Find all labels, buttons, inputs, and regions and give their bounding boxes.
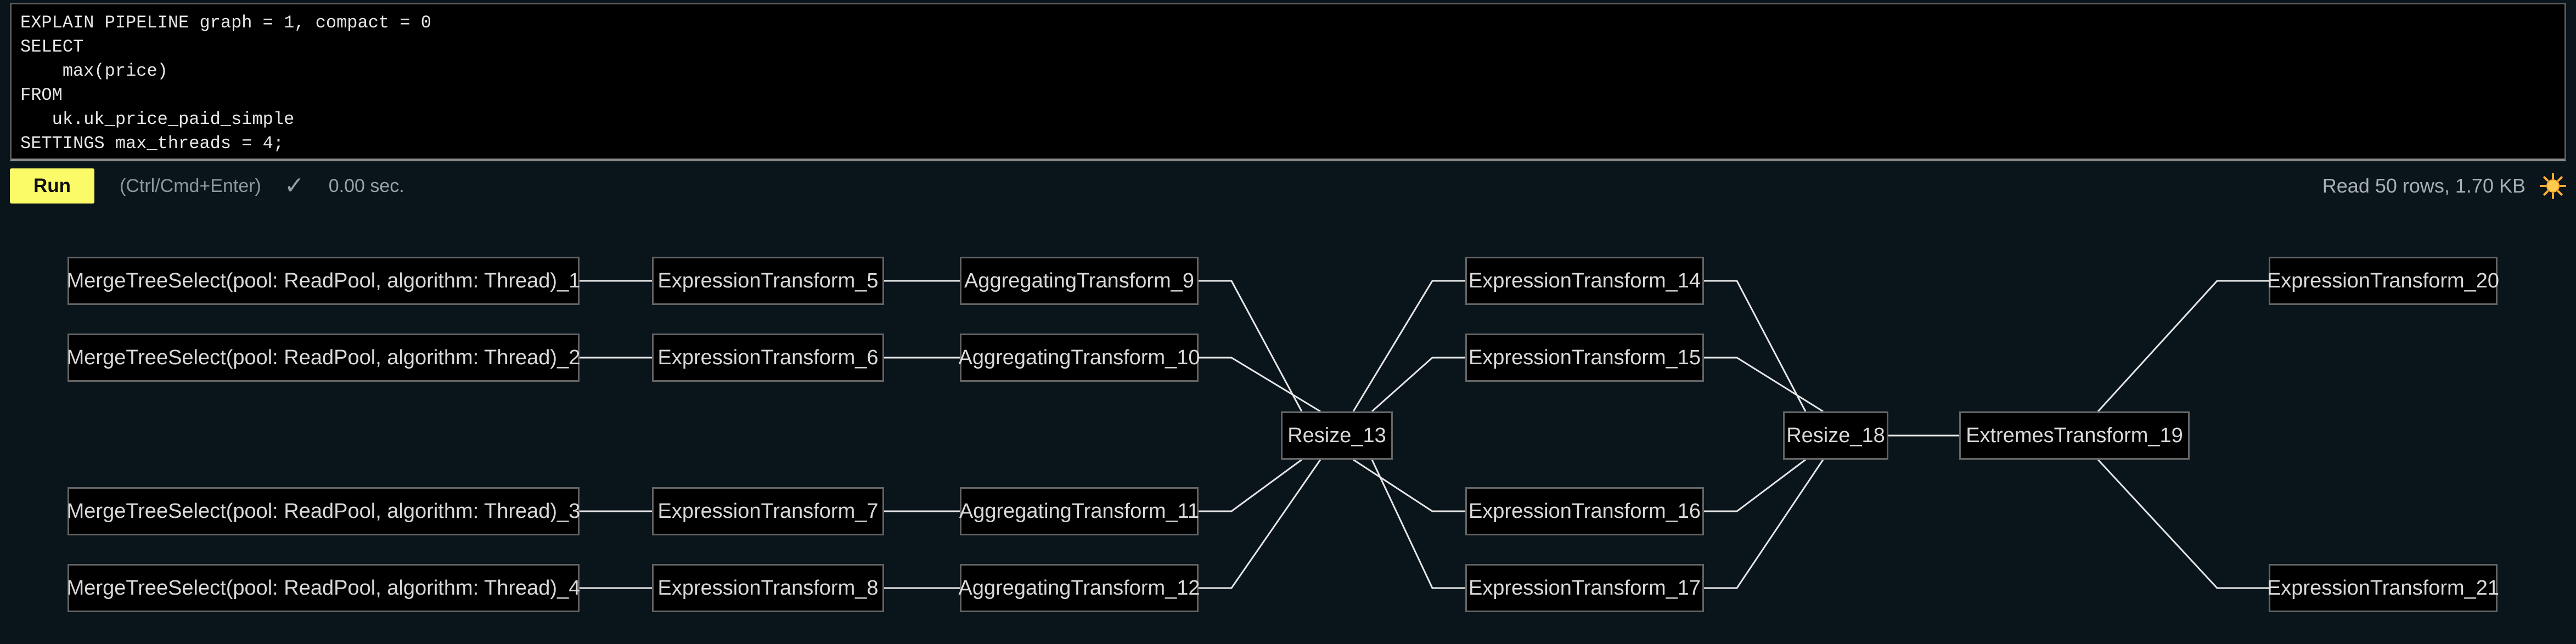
shortcut-hint: (Ctrl/Cmd+Enter) <box>120 175 261 196</box>
pipeline-edge-13-16 <box>1353 459 1465 512</box>
query-editor[interactable]: EXPLAIN PIPELINE graph = 1, compact = 0 … <box>10 3 2566 161</box>
pipeline-edge-9-13 <box>1199 280 1303 412</box>
pipeline-edge-15-18 <box>1704 357 1824 413</box>
pipeline-node-15: ExpressionTransform_15 <box>1465 334 1704 382</box>
pipeline-node-4: MergeTreeSelect(pool: ReadPool, algorith… <box>67 564 580 612</box>
query-stats: Read 50 rows, 1.70 KB <box>2322 174 2526 197</box>
pipeline-edge-11-13 <box>1199 459 1302 512</box>
run-button[interactable]: Run <box>10 168 94 204</box>
pipeline-edge-19-21 <box>2097 459 2269 589</box>
pipeline-edge-17-18 <box>1704 459 1824 589</box>
pipeline-node-14: ExpressionTransform_14 <box>1465 257 1704 305</box>
pipeline-node-5: ExpressionTransform_5 <box>652 257 884 305</box>
pipeline-node-18: Resize_18 <box>1783 411 1888 460</box>
pipeline-edge-16-18 <box>1704 459 1806 512</box>
pipeline-edge-13-14 <box>1352 280 1465 412</box>
pipeline-node-20: ExpressionTransform_20 <box>2267 257 2499 305</box>
pipeline-node-17: ExpressionTransform_17 <box>1465 564 1704 612</box>
pipeline-edge-10-13 <box>1199 357 1321 413</box>
pipeline-node-21: ExpressionTransform_21 <box>2267 564 2499 612</box>
pipeline-graph: MergeTreeSelect(pool: ReadPool, algorith… <box>0 205 2576 644</box>
pipeline-node-19: ExtremesTransform_19 <box>1959 411 2190 460</box>
theme-toggle-sun-icon[interactable] <box>2540 173 2566 199</box>
elapsed-time: 0.00 sec. <box>328 175 404 196</box>
pipeline-node-9: AggregatingTransform_9 <box>960 257 1199 305</box>
pipeline-node-13: Resize_13 <box>1281 411 1393 460</box>
pipeline-node-8: ExpressionTransform_8 <box>652 564 884 612</box>
pipeline-node-6: ExpressionTransform_6 <box>652 334 884 382</box>
pipeline-edges-layer <box>580 280 2269 589</box>
pipeline-node-16: ExpressionTransform_16 <box>1465 487 1704 535</box>
success-check-icon: ✓ <box>284 172 305 199</box>
pipeline-node-11: AggregatingTransform_11 <box>959 487 1199 535</box>
pipeline-edge-19-20 <box>2097 280 2269 413</box>
toolbar: Run (Ctrl/Cmd+Enter) ✓ 0.00 sec. Read 50… <box>10 167 2566 205</box>
pipeline-node-3: MergeTreeSelect(pool: ReadPool, algorith… <box>67 487 580 535</box>
pipeline-edge-12-13 <box>1199 459 1321 589</box>
pipeline-node-2: MergeTreeSelect(pool: ReadPool, algorith… <box>67 334 580 382</box>
pipeline-node-10: AggregatingTransform_10 <box>958 334 1200 382</box>
pipeline-edge-13-15 <box>1371 357 1465 413</box>
pipeline-edge-13-17 <box>1371 459 1465 589</box>
pipeline-node-7: ExpressionTransform_7 <box>652 487 884 535</box>
pipeline-node-1: MergeTreeSelect(pool: ReadPool, algorith… <box>67 257 580 305</box>
pipeline-edge-14-18 <box>1704 280 1807 412</box>
pipeline-node-12: AggregatingTransform_12 <box>958 564 1200 612</box>
